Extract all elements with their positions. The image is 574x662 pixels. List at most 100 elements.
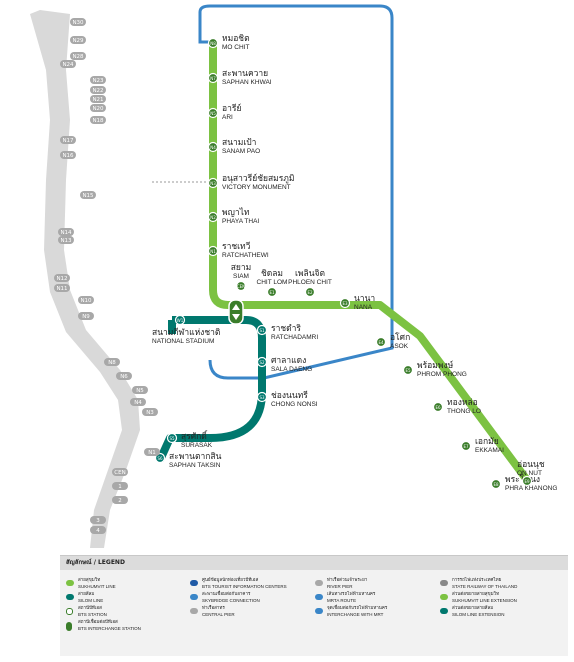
river-pier-n9[interactable]: N9 — [78, 312, 94, 320]
station-code: CEN — [237, 284, 245, 289]
river-pier-n29[interactable]: N29 — [70, 36, 86, 44]
river-pier-n6[interactable]: N6 — [116, 372, 132, 380]
station-badge — [235, 280, 247, 292]
river-pier-n23[interactable]: N23 — [90, 76, 106, 84]
station-code: S6 — [157, 456, 163, 461]
legend-swatch-icon — [190, 580, 198, 586]
legend-item-th: ท่าเรือสาทร — [202, 606, 225, 611]
station-badge — [256, 324, 268, 336]
river-pier-n14[interactable]: N14 — [58, 228, 74, 236]
siam-interchange-marker[interactable] — [228, 299, 244, 325]
river-pier-n5[interactable]: N5 — [132, 386, 148, 394]
river-pier-n22[interactable]: N22 — [90, 86, 106, 94]
legend-item-th: ส่วนต่อขยายสายสุขุมวิท — [452, 592, 500, 597]
station-badge — [460, 440, 472, 452]
station-name-en: CHONG NONSI — [271, 401, 318, 408]
river-pier-1[interactable]: 1 — [112, 482, 128, 490]
river-pier-n15[interactable]: N15 — [80, 191, 96, 199]
station-code: E2 — [307, 290, 313, 295]
station-name-th: สยาม — [231, 263, 252, 273]
river-pier-n30[interactable]: N30 — [70, 18, 86, 26]
station-name-th: ทองหล่อ — [447, 398, 478, 408]
pier-code: N13 — [60, 238, 72, 244]
pier-badge — [132, 386, 148, 394]
pier-code: N28 — [72, 54, 84, 60]
legend-item-en: BTS INTERCHANGE STATION — [78, 626, 141, 631]
river-pier-n17[interactable]: N17 — [60, 136, 76, 144]
legend-swatch-icon — [66, 622, 72, 631]
pier-badge — [54, 274, 70, 282]
pier-badge — [60, 136, 76, 144]
river-pier-n10[interactable]: N10 — [78, 296, 94, 304]
sukhumvit-station-e9[interactable]: E9อ่อนนุชON NUT — [517, 460, 545, 487]
pier-badge — [60, 151, 76, 159]
river-pier-n28[interactable]: N28 — [70, 52, 86, 60]
river-pier-n24[interactable]: N24 — [60, 60, 76, 68]
river-pier-n16[interactable]: N16 — [60, 151, 76, 159]
river-pier-n3[interactable]: N3 — [142, 408, 158, 416]
river-pier-cen[interactable]: CEN — [112, 468, 128, 476]
river-pier-n12[interactable]: N12 — [54, 274, 70, 282]
legend-swatch-icon — [440, 580, 448, 586]
pier-code: N21 — [92, 97, 103, 103]
station-name-en: ARI — [222, 114, 233, 121]
station-name-en: VICTORY MONUMENT — [222, 184, 291, 191]
station-name-th: อนุสาวรีย์ชัยสมรภูมิ — [222, 173, 295, 184]
pier-badge — [54, 284, 70, 292]
river-pier-n20[interactable]: N20 — [90, 104, 106, 112]
river-pier-n18[interactable]: N18 — [90, 116, 106, 124]
river-pier-2[interactable]: 2 — [112, 496, 128, 504]
legend-swatch-icon — [66, 594, 74, 600]
station-name-en: THONG LO — [447, 408, 481, 415]
pier-code: N15 — [82, 193, 94, 199]
river-pier-n13[interactable]: N13 — [58, 236, 74, 244]
legend-item-th: ศูนย์ข้อมูลนักท่องเที่ยวบีทีเอส — [202, 578, 259, 583]
mrt-route — [198, 4, 394, 380]
river-pier-n11[interactable]: N11 — [54, 284, 70, 292]
river-pier-n8[interactable]: N8 — [104, 358, 120, 366]
station-code: S5 — [169, 436, 175, 441]
river-pier-n1[interactable]: N1 — [144, 448, 160, 456]
station-code: N8 — [210, 41, 216, 46]
station-name-en: SIAM — [233, 273, 249, 280]
pier-badge — [78, 312, 94, 320]
river-pier-4[interactable]: 4 — [90, 526, 106, 534]
river-pier-n21[interactable]: N21 — [90, 95, 106, 103]
legend-item-th: ท่าเรือด่วนเจ้าพระยา — [327, 578, 368, 583]
station-code: E8 — [493, 482, 499, 487]
pier-badge — [70, 36, 86, 44]
pier-code: N6 — [120, 374, 128, 380]
station-badge — [266, 286, 278, 298]
pier-code: N5 — [136, 388, 144, 394]
river-pier-3[interactable]: 3 — [90, 516, 106, 524]
station-name-th: สนามเป้า — [222, 137, 256, 148]
river-pier-n4[interactable]: N4 — [130, 398, 146, 406]
pier-code: N9 — [82, 314, 90, 320]
legend-swatch-icon — [315, 594, 323, 600]
pier-badge — [90, 76, 106, 84]
legend-item-en: BTS STATION — [78, 612, 107, 617]
station-name-en: PHLOEN CHIT — [288, 279, 332, 286]
